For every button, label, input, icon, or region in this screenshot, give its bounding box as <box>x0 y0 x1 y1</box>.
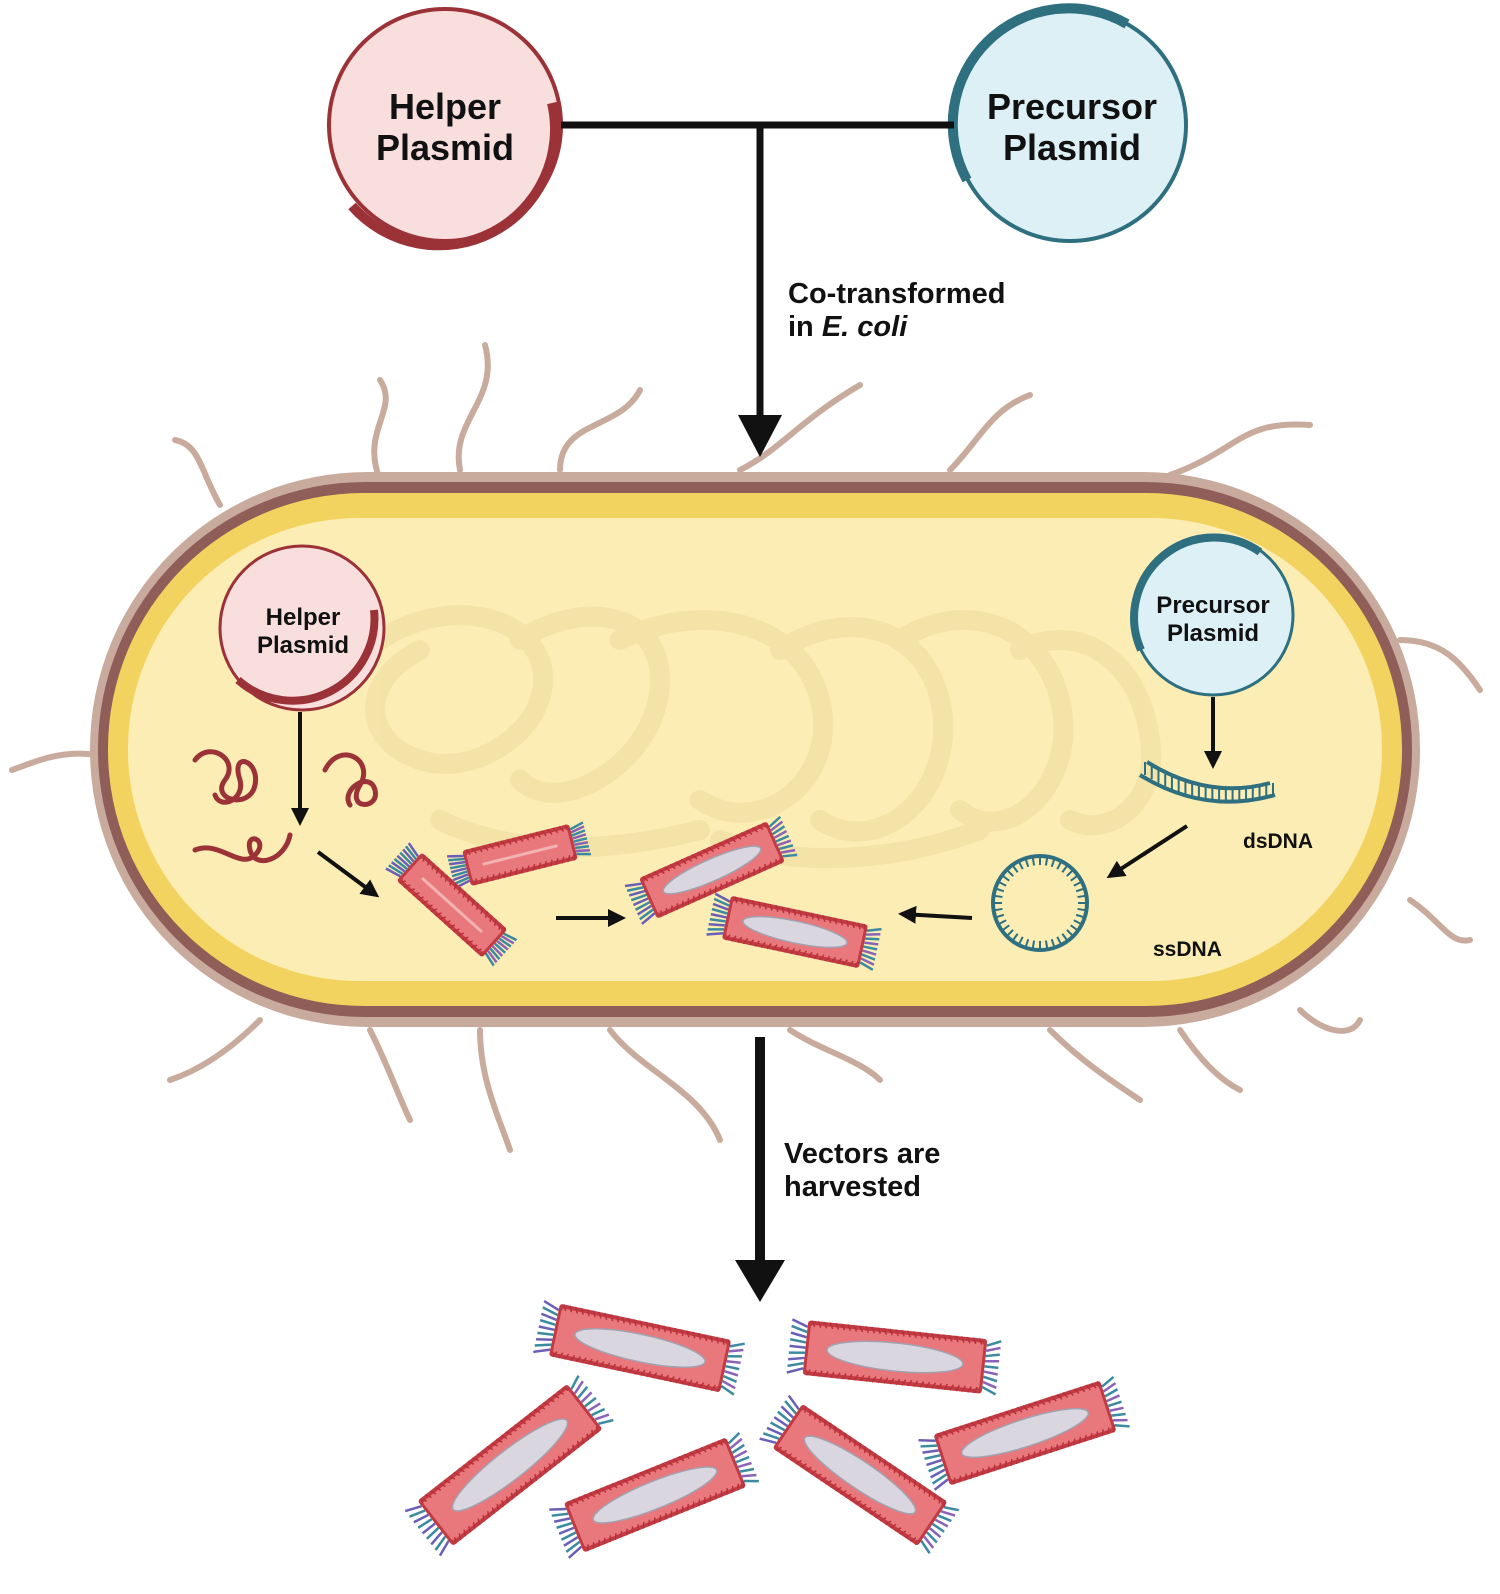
helper-title-line1: Helper <box>388 86 502 127</box>
phage-particle-9 <box>759 1394 959 1555</box>
precursor-plasmid-inner <box>1130 533 1295 697</box>
inner-precursor-line2: Plasmid <box>1166 619 1260 647</box>
precursor-plasmid-title: Precursor Plasmid <box>987 86 1157 169</box>
cell-arrows <box>291 697 1222 927</box>
inner-helper-title: Helper Plasmid <box>257 604 349 659</box>
bacterium-flagella <box>9 342 1483 1153</box>
inner-helper-line2: Plasmid <box>256 631 350 659</box>
phage-particle-2 <box>385 842 518 967</box>
dsdna-label: dsDNA <box>1243 830 1314 853</box>
phage-particle-8 <box>549 1431 759 1559</box>
phage-particle-3 <box>624 815 798 925</box>
step1-line1: Co-transformed <box>788 278 1006 310</box>
step2-line2: harvested <box>784 1171 922 1204</box>
precursor-title-line2: Plasmid <box>1002 127 1142 169</box>
phage-particle-5 <box>533 1299 745 1396</box>
step1-organism: E. coli <box>821 311 908 344</box>
ssdna-label: ssDNA <box>1153 938 1222 961</box>
phage-particle-1 <box>447 821 591 890</box>
inner-helper-line1: Helper <box>265 604 341 631</box>
phage-particle-4 <box>706 892 882 971</box>
step2-label: Vectors are harvested <box>784 1138 940 1205</box>
dsdna <box>1138 760 1276 804</box>
step1-line2-prefix: in <box>788 311 822 344</box>
helper-plasmid-title: Helper Plasmid <box>376 86 514 169</box>
cotransform-arrowhead <box>738 415 782 457</box>
phage-particle-10 <box>918 1375 1130 1491</box>
helper-proteins <box>192 749 378 864</box>
precursor-title-line1: Precursor <box>986 86 1158 127</box>
nucleoid-dna <box>365 605 1162 869</box>
phage-particle-7 <box>404 1375 614 1557</box>
phage-particles <box>385 815 1130 1559</box>
cotransform-arrow <box>561 121 954 420</box>
step1-label: Co-transformed in E. coli <box>788 278 1006 345</box>
step1-line2: in E. coli <box>788 311 1006 344</box>
step2-line1: Vectors are <box>784 1138 941 1170</box>
ssdna <box>991 854 1089 952</box>
precursor-plasmid-top <box>947 3 1188 243</box>
inner-precursor-line1: Precursor <box>1156 592 1270 619</box>
helper-plasmid-inner <box>218 544 386 712</box>
helper-title-line2: Plasmid <box>375 127 515 169</box>
inner-precursor-title: Precursor Plasmid <box>1156 592 1269 647</box>
phage-particle-6 <box>786 1318 1002 1396</box>
harvest-arrowhead <box>735 1260 785 1302</box>
